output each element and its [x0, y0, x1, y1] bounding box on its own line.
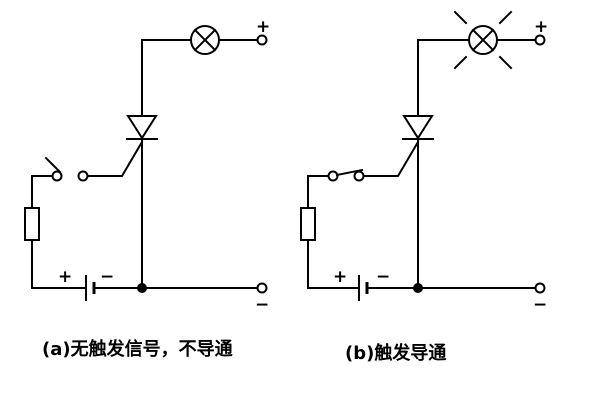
thyristor-icon [402, 115, 434, 140]
battery-minus-label: − [376, 267, 390, 287]
switch-open-icon [44, 156, 89, 182]
resistor-icon [24, 207, 40, 241]
thyristor-icon [126, 115, 158, 140]
wire-bottom-left-b [307, 239, 360, 289]
positive-terminal [534, 34, 546, 46]
lamp-lit-icon [453, 10, 513, 70]
caption-a: (a)无触发信号，不导通 [42, 338, 233, 360]
junction-dot [413, 283, 423, 293]
resistor-icon [300, 207, 316, 241]
panel-a: + + − − (a)无触发信号，不导通 [24, 17, 270, 360]
lamp-icon [190, 25, 220, 55]
negative-terminal [256, 282, 268, 294]
wire-top-a [141, 39, 191, 87]
battery-plus-label: + [333, 267, 347, 287]
battery-plus-label: + [58, 267, 72, 287]
wire-gate-b [363, 140, 420, 177]
wire-left-a [31, 175, 53, 209]
wire-left-b [307, 175, 329, 209]
negative-terminal-label: − [255, 295, 269, 315]
battery-icon [358, 275, 369, 301]
battery-minus-label: − [100, 267, 114, 287]
positive-terminal-label: + [534, 17, 548, 37]
wire-top-b [417, 39, 469, 87]
switch-closed-icon [327, 168, 365, 182]
wire-bottom-left-a [31, 239, 87, 289]
battery-icon [85, 275, 96, 301]
caption-b: (b)触发导通 [345, 342, 446, 364]
wire-gate-a [87, 140, 144, 177]
positive-terminal [256, 34, 268, 46]
positive-terminal-label: + [256, 17, 270, 37]
negative-terminal [534, 282, 546, 294]
negative-terminal-label: − [533, 295, 547, 315]
junction-dot [137, 283, 147, 293]
panel-b: + + − − (b)触发导通 [300, 10, 548, 364]
